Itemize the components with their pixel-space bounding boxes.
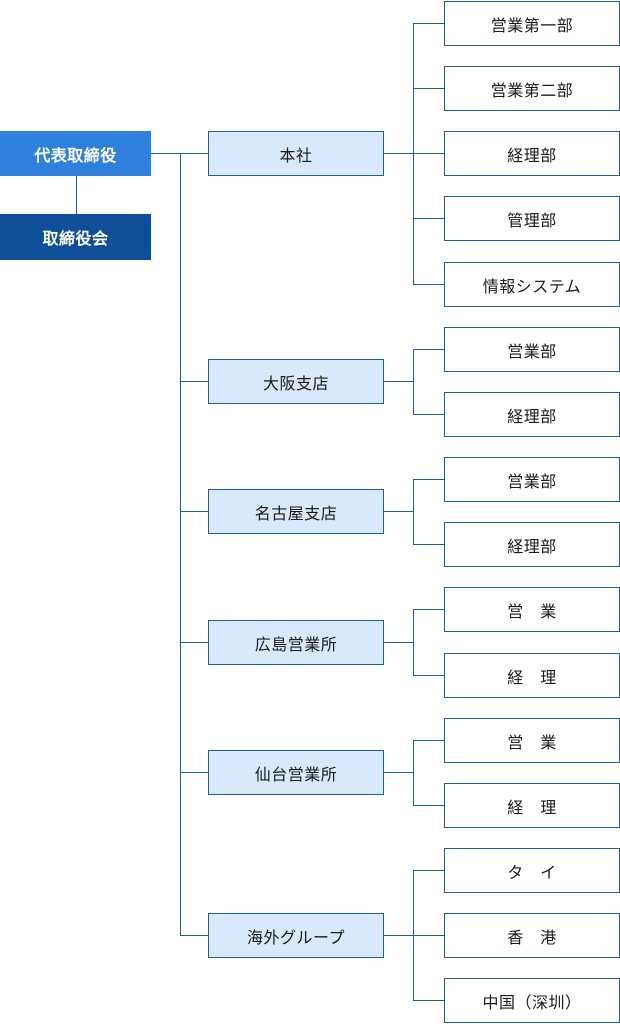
- connector-branch-4-out: [383, 772, 413, 773]
- connector-main-trunk: [180, 153, 181, 935]
- connector-dept-2-0: [413, 479, 445, 480]
- dept-box-2-1: 経理部: [444, 522, 620, 567]
- connector-branch-1-trunk: [413, 349, 414, 414]
- dept-box-0-1: 営業第二部: [444, 66, 620, 111]
- connector-dept-1-0: [413, 349, 445, 350]
- connector-dept-0-0: [413, 23, 445, 24]
- connector-branch-5-out: [383, 935, 413, 936]
- branch-box-1: 大阪支店: [208, 359, 384, 404]
- connector-branch-4: [180, 772, 209, 773]
- connector-ceo-trunk: [151, 153, 181, 154]
- dept-box-1-0: 営業部: [444, 327, 620, 372]
- connector-dept-0-3: [413, 218, 445, 219]
- connector-dept-3-1: [413, 675, 445, 676]
- connector-dept-0-4: [413, 284, 445, 285]
- connector-dept-5-0: [413, 870, 445, 871]
- connector-dept-4-0: [413, 740, 445, 741]
- connector-branch-5: [180, 935, 209, 936]
- connector-dept-5-1: [413, 935, 445, 936]
- dept-box-0-0: 営業第一部: [444, 1, 620, 46]
- connector-branch-1-out: [383, 381, 413, 382]
- connector-branch-2-out: [383, 511, 413, 512]
- connector-branch-0: [180, 153, 209, 154]
- connector-dept-1-1: [413, 414, 445, 415]
- connector-dept-0-2: [413, 153, 445, 154]
- connector-branch-2-trunk: [413, 479, 414, 544]
- dept-box-0-2: 経理部: [444, 131, 620, 176]
- dept-box-4-1: 経 理: [444, 783, 620, 828]
- connector-branch-3-trunk: [413, 609, 414, 675]
- dept-box-0-3: 管理部: [444, 196, 620, 241]
- branch-box-5: 海外グループ: [208, 913, 384, 958]
- ceo-box: 代表取締役: [0, 131, 151, 176]
- connector-branch-0-out: [383, 153, 413, 154]
- branch-box-4: 仙台営業所: [208, 750, 384, 795]
- dept-box-5-0: タ イ: [444, 848, 620, 893]
- connector-dept-3-0: [413, 609, 445, 610]
- branch-box-0: 本社: [208, 131, 384, 176]
- connector-ceo-board: [76, 176, 77, 214]
- dept-box-3-0: 営 業: [444, 587, 620, 632]
- connector-dept-4-1: [413, 805, 445, 806]
- dept-box-1-1: 経理部: [444, 392, 620, 437]
- branch-box-3: 広島営業所: [208, 620, 384, 665]
- board-box: 取締役会: [0, 214, 151, 260]
- dept-box-3-1: 経 理: [444, 653, 620, 698]
- connector-branch-3: [180, 642, 209, 643]
- connector-dept-5-2: [413, 1000, 445, 1001]
- dept-box-5-2: 中国（深圳）: [444, 978, 620, 1023]
- connector-branch-4-trunk: [413, 740, 414, 805]
- connector-branch-1: [180, 381, 209, 382]
- connector-branch-3-out: [383, 642, 413, 643]
- dept-box-0-4: 情報システム: [444, 262, 620, 307]
- connector-branch-2: [180, 511, 209, 512]
- branch-box-2: 名古屋支店: [208, 489, 384, 534]
- connector-dept-0-1: [413, 88, 445, 89]
- dept-box-4-0: 営 業: [444, 718, 620, 763]
- connector-dept-2-1: [413, 544, 445, 545]
- dept-box-2-0: 営業部: [444, 457, 620, 502]
- dept-box-5-1: 香 港: [444, 913, 620, 958]
